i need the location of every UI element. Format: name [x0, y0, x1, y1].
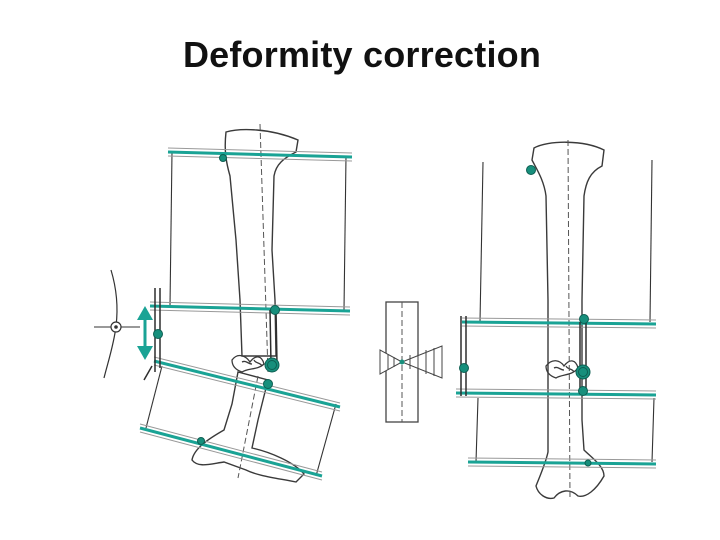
pin-node — [219, 154, 227, 162]
right-frame-after-correction — [475, 159, 655, 463]
tibia-corrected — [531, 141, 605, 500]
pin-node — [526, 165, 536, 175]
frame-bar — [479, 161, 484, 323]
frame-bar — [649, 159, 653, 323]
fracture-site — [231, 354, 265, 373]
lateral-strut — [143, 365, 153, 381]
frame-bar — [145, 365, 163, 429]
pin-node — [578, 386, 588, 396]
right-ring-2 — [455, 388, 657, 400]
pin-node — [578, 367, 588, 377]
right-ring-1 — [461, 317, 657, 329]
slide-title: Deformity correction — [182, 34, 542, 75]
connecting-rod — [269, 309, 272, 365]
pin-node — [197, 437, 205, 445]
pin-node — [263, 379, 273, 389]
left-ring-2 — [149, 301, 351, 316]
frame-bar — [475, 397, 479, 463]
pin-node — [579, 314, 589, 324]
proximal-mechanical-axis — [259, 123, 269, 373]
frame-bar — [651, 397, 655, 463]
mechanical-axis — [567, 139, 571, 501]
pin-node — [267, 360, 277, 370]
frame-bar — [343, 155, 347, 311]
pin-node — [459, 363, 469, 373]
left-ring-1 — [167, 147, 353, 162]
opening-wedge-icon — [379, 301, 443, 423]
pin-node — [153, 329, 163, 339]
left-frame-before-correction — [145, 151, 347, 477]
frame-bar — [169, 151, 173, 307]
tibia-distal-fragment — [191, 371, 305, 483]
pin-node — [270, 305, 280, 315]
double-headed-arrow-icon — [137, 306, 153, 360]
left-ring-4 — [139, 423, 323, 481]
right-ring-3 — [467, 457, 657, 469]
frame-bar — [315, 403, 337, 477]
distal-mechanical-axis — [237, 375, 259, 479]
tibia-proximal-fragment — [224, 128, 299, 357]
connecting-rod — [275, 309, 278, 365]
left-ring-3 — [153, 356, 341, 412]
hinge-icon — [94, 269, 140, 379]
pin-node — [584, 459, 592, 467]
